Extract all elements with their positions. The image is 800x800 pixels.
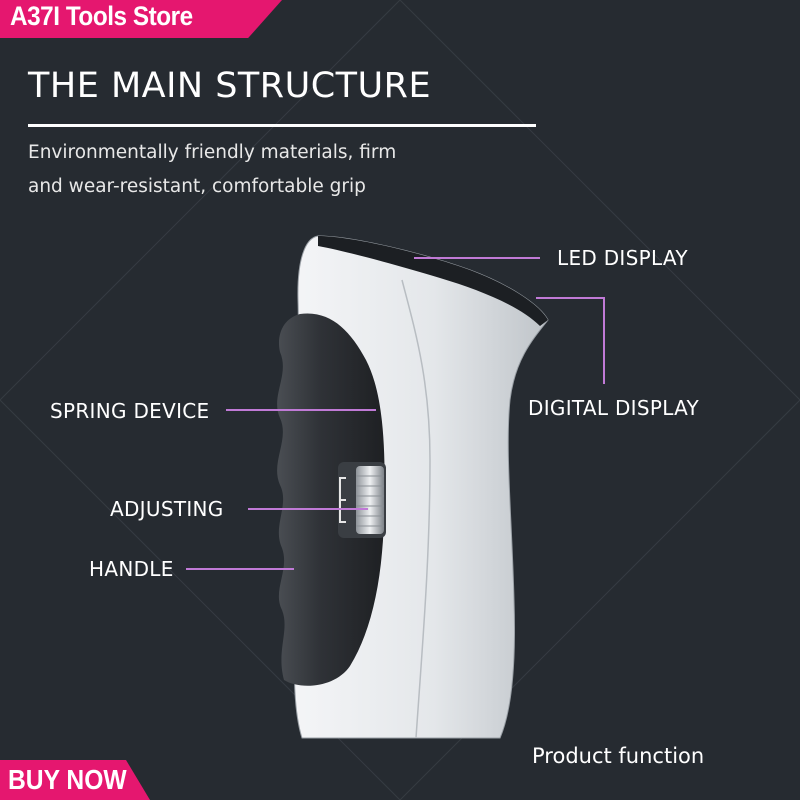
subtitle: Environmentally friendly materials, firm… [28,136,396,204]
adjust-knob [356,466,384,534]
page-title: THE MAIN STRUCTURE [28,66,432,106]
callout-led-display: LED DISPLAY [557,246,688,270]
callout-handle: HANDLE [89,557,174,581]
body-seam [401,279,431,739]
store-name: A37I Tools Store [10,1,193,31]
callout-lines [186,257,605,570]
digital-display-leader [536,297,605,384]
product-function-label: Product function [532,744,705,768]
title-divider [28,124,536,127]
grip-pad [277,313,385,686]
buy-now-label: BUY NOW [8,764,127,795]
device-top-screen [318,236,548,326]
adjust-bracket-icon [339,477,346,523]
callout-digital-display: DIGITAL DISPLAY [528,396,700,420]
subtitle-line-2: and wear-resistant, comfortable grip [28,176,366,197]
callout-spring-device: SPRING DEVICE [50,399,210,423]
subtitle-line-1: Environmentally friendly materials, firm [28,142,397,163]
callout-adjusting: ADJUSTING [110,497,224,521]
store-banner[interactable]: A37I Tools Store [0,0,282,38]
buy-now-button[interactable]: BUY NOW [0,760,150,800]
